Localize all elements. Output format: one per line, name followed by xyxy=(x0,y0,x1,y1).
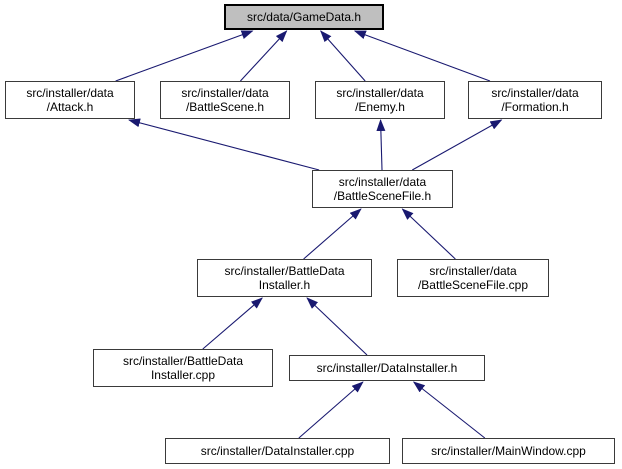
graph-node-label: src/installer/BattleData Installer.cpp xyxy=(122,354,244,382)
graph-edge-battlescenefile_h-to-formation_h xyxy=(411,119,503,171)
graph-node-enemy_h[interactable]: src/installer/data /Enemy.h xyxy=(315,81,445,119)
graph-edge-enemy_h-to-gamedata_h xyxy=(320,30,366,82)
graph-node-label: src/installer/data /Attack.h xyxy=(26,86,114,114)
graph-node-label: src/installer/data /BattleSceneFile.cpp xyxy=(417,264,529,292)
graph-edge-datainstaller_cpp-to-datainstaller_h xyxy=(298,381,364,439)
graph-edge-battledatainstaller_h-to-battlescenefile_h xyxy=(303,208,362,260)
graph-node-label: src/installer/data /Formation.h xyxy=(491,86,579,114)
graph-node-datainstaller_h[interactable]: src/installer/DataInstaller.h xyxy=(289,355,485,381)
graph-edge-attack_h-to-gamedata_h xyxy=(115,30,254,82)
graph-node-label: src/installer/DataInstaller.cpp xyxy=(200,444,355,458)
graph-edge-battledatainstaller_cpp-to-battledatainstaller_h xyxy=(202,297,263,350)
graph-node-label: src/installer/MainWindow.cpp xyxy=(431,444,586,458)
graph-node-label: src/installer/data /BattleSceneFile.h xyxy=(333,175,432,203)
graph-edge-battlescenefile_h-to-attack_h xyxy=(128,118,320,171)
graph-node-mainwindow_cpp[interactable]: src/installer/MainWindow.cpp xyxy=(402,438,615,464)
graph-node-battlescenefile_cpp[interactable]: src/installer/data /BattleSceneFile.cpp xyxy=(397,259,549,297)
graph-node-battledatainstaller_cpp[interactable]: src/installer/BattleData Installer.cpp xyxy=(93,349,273,387)
graph-node-label: src/installer/BattleData Installer.h xyxy=(224,264,345,292)
graph-node-datainstaller_cpp[interactable]: src/installer/DataInstaller.cpp xyxy=(165,438,390,464)
graph-node-attack_h[interactable]: src/installer/data /Attack.h xyxy=(5,81,135,119)
graph-node-label: src/installer/data /BattleScene.h xyxy=(181,86,269,114)
graph-node-formation_h[interactable]: src/installer/data /Formation.h xyxy=(468,81,602,119)
graph-node-label: src/data/GameData.h xyxy=(246,10,362,24)
graph-edge-battlescenefile_h-to-enemy_h xyxy=(376,119,386,171)
graph-node-battledatainstaller_h[interactable]: src/installer/BattleData Installer.h xyxy=(197,259,372,297)
graph-edge-formation_h-to-gamedata_h xyxy=(353,30,491,82)
graph-node-label: src/installer/DataInstaller.h xyxy=(316,361,458,375)
graph-node-gamedata_h[interactable]: src/data/GameData.h xyxy=(224,4,384,30)
graph-node-battlescene_h[interactable]: src/installer/data /BattleScene.h xyxy=(160,81,290,119)
graph-edge-mainwindow_cpp-to-datainstaller_h xyxy=(412,381,486,439)
graph-node-battlescenefile_h[interactable]: src/installer/data /BattleSceneFile.h xyxy=(312,170,453,208)
graph-edge-battlescene_h-to-gamedata_h xyxy=(240,30,288,82)
graph-edge-battlescenefile_cpp-to-battlescenefile_h xyxy=(401,208,456,260)
graph-edge-datainstaller_h-to-battledatainstaller_h xyxy=(306,297,368,356)
graph-node-label: src/installer/data /Enemy.h xyxy=(336,86,424,114)
